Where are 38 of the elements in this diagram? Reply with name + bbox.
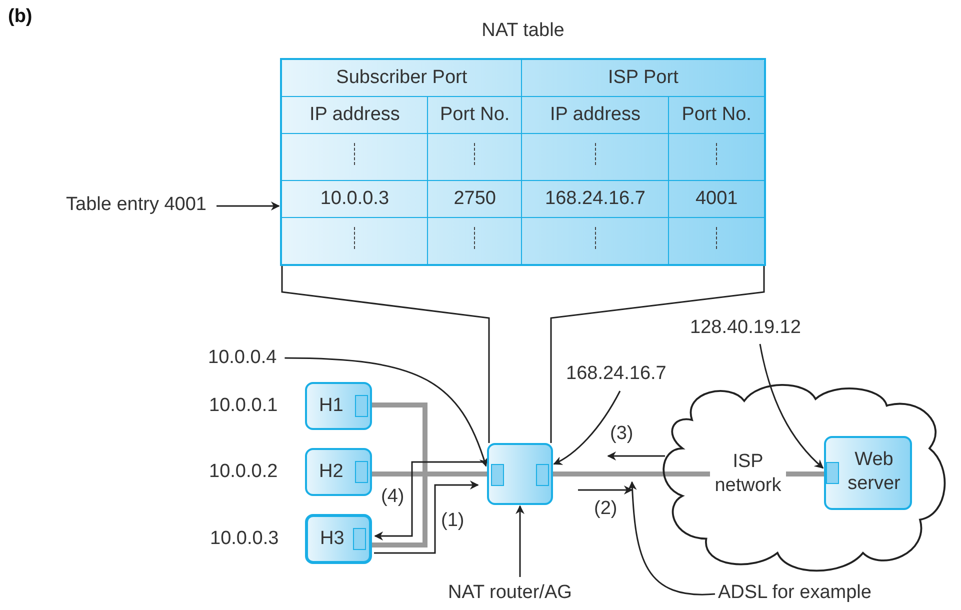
network-link xyxy=(553,472,662,476)
step-label: (2) xyxy=(594,498,618,520)
ip-address-label: 10.0.0.3 xyxy=(210,526,279,550)
host-label: H3 xyxy=(320,526,344,550)
ip-address-label: 10.0.0.2 xyxy=(209,460,278,484)
router-box xyxy=(487,443,553,505)
leader-arrow xyxy=(516,505,524,577)
column-header: Subscriber Port xyxy=(281,59,522,97)
host-label: H2 xyxy=(319,460,344,484)
connector-line xyxy=(550,266,765,443)
leader-arrow xyxy=(628,481,716,596)
host-label: H1 xyxy=(319,394,344,418)
table-cell: 2750 xyxy=(428,180,522,218)
step-label: (3) xyxy=(610,423,634,445)
table-cell: 168.24.16.7 xyxy=(522,180,669,218)
table-cell: 10.0.0.3 xyxy=(281,180,428,218)
leader-arrow xyxy=(284,357,488,467)
leader-arrow xyxy=(553,390,621,465)
column-header: IP address xyxy=(522,96,669,134)
column-header: IP address xyxy=(281,96,428,134)
annotation-label: NAT router/AG xyxy=(448,582,572,604)
table-title: NAT table xyxy=(480,19,566,43)
step-label: (4) xyxy=(381,486,404,508)
connector-line xyxy=(281,266,490,443)
column-header: Port No. xyxy=(428,96,522,134)
server-box xyxy=(824,436,912,510)
leader-arrow xyxy=(759,344,824,469)
ip-address-label: 168.24.16.7 xyxy=(566,363,666,385)
ip-address-label: 128.40.19.12 xyxy=(690,317,801,339)
ip-address-label: 10.0.0.4 xyxy=(208,347,277,369)
leader-arrow xyxy=(216,202,280,210)
server-label: Web server xyxy=(846,448,902,496)
step-label: (1) xyxy=(441,510,464,532)
annotation-label: Table entry 4001 xyxy=(66,194,206,216)
annotation-label: ADSL for example xyxy=(718,582,872,604)
panel-label: (b) xyxy=(8,6,32,28)
ip-address-label: 10.0.0.1 xyxy=(209,394,278,418)
leader-arrow xyxy=(374,480,479,554)
